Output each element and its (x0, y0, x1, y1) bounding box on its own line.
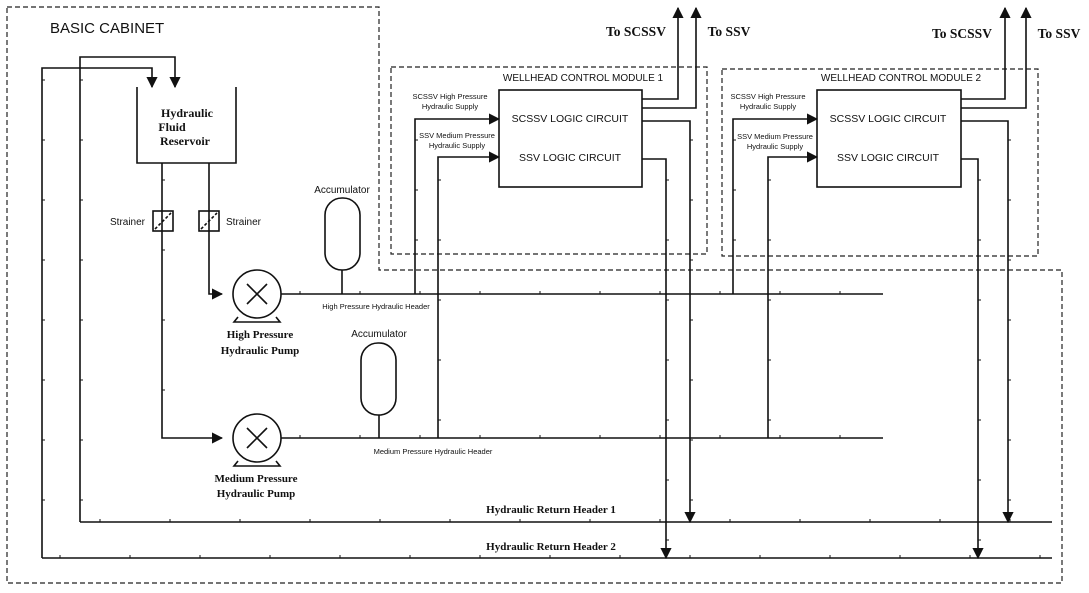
accumulator-1-icon (324, 197, 361, 294)
basic-cabinet-boundary (6, 6, 1063, 584)
hydraulic-fluid-reservoir (136, 87, 237, 164)
mp-pump-icon (232, 413, 282, 467)
medium-pressure-header-label: Medium Pressure Hydraulic Header (374, 447, 493, 456)
return-header-2-label: Hydraulic Return Header 2 (486, 541, 616, 553)
m1-ssv-supply-label-2: Hydraulic Supply (429, 141, 486, 150)
module-2-area (721, 68, 1039, 257)
m1-to-scsssv-line (642, 6, 684, 100)
hp-suction-line (208, 163, 224, 300)
m2-to-ssv-line (961, 6, 1032, 109)
m1-scsssv-supply-label-2: Hydraulic Supply (422, 102, 479, 111)
m2-ssv-supply-label-2: Hydraulic Supply (747, 142, 804, 151)
strainer-1-label: Strainer (110, 217, 146, 228)
m1-scsssv-supply-label-1: SCSSV High Pressure (412, 92, 487, 101)
m1-ssv-circuit-label: SSV LOGIC CIRCUIT (519, 152, 622, 164)
strainer-2-icon (198, 210, 220, 232)
return-line-1-riser (79, 56, 181, 522)
module-1-area (390, 66, 708, 255)
m2-ssv-circuit-label: SSV LOGIC CIRCUIT (837, 152, 940, 164)
reservoir-label-3: Reservoir (160, 134, 211, 148)
m1-scsssv-return-line (642, 120, 696, 524)
return-line-2-riser (41, 67, 158, 558)
reservoir-label-1: Hydraulic (161, 106, 214, 120)
accumulator-1-label: Accumulator (314, 185, 370, 196)
m2-ssv-return-line (961, 158, 984, 560)
m1-title: WELLHEAD CONTROL MODULE 1 (503, 73, 664, 84)
hp-pump-label-2: Hydraulic Pump (221, 345, 300, 357)
m1-to-ssv-label: To SSV (708, 24, 751, 39)
mp-pump-label-1: Medium Pressure (215, 473, 298, 485)
m1-ssv-return-line (642, 158, 672, 560)
m2-scsssv-supply-label-2: Hydraulic Supply (740, 102, 797, 111)
reservoir-label-2: Fluid (158, 120, 186, 134)
m2-ssv-supply-line (767, 151, 819, 438)
cabinet-title: BASIC CABINET (50, 20, 164, 37)
m1-scsssv-supply-line (414, 113, 501, 294)
strainer-2-label: Strainer (226, 217, 262, 228)
m2-to-scsssv-label: To SCSSV (932, 26, 992, 41)
m2-scsssv-supply-label-1: SCSSV High Pressure (730, 92, 805, 101)
m2-scsssv-supply-line (732, 113, 819, 294)
m2-scsssv-circuit-label: SCSSV LOGIC CIRCUIT (830, 113, 947, 125)
m1-ssv-supply-line (437, 151, 501, 438)
line-tick-marks (42, 79, 1041, 558)
m1-scsssv-circuit-label: SCSSV LOGIC CIRCUIT (512, 113, 629, 125)
m2-title: WELLHEAD CONTROL MODULE 2 (821, 73, 982, 84)
m2-scsssv-return-line (961, 120, 1014, 524)
m2-to-scsssv-line (961, 6, 1011, 100)
return-header-1-label: Hydraulic Return Header 1 (486, 504, 616, 516)
mp-suction-line (161, 163, 224, 444)
high-pressure-header-label: High Pressure Hydraulic Header (322, 302, 430, 311)
m1-to-scsssv-label: To SCSSV (606, 24, 666, 39)
hp-pump-label-1: High Pressure (227, 329, 294, 341)
module-1-logic-box (498, 89, 643, 188)
strainer-1-icon (152, 210, 174, 232)
m1-to-ssv-line (642, 6, 702, 109)
m2-ssv-supply-label-1: SSV Medium Pressure (737, 132, 813, 141)
mp-pump-label-2: Hydraulic Pump (217, 488, 296, 500)
module-2-logic-box (816, 89, 962, 188)
m1-ssv-supply-label-1: SSV Medium Pressure (419, 131, 495, 140)
accumulator-2-icon (360, 342, 397, 438)
m2-to-ssv-label: To SSV (1038, 26, 1081, 41)
accumulator-2-label: Accumulator (351, 329, 407, 340)
hp-pump-icon (232, 269, 282, 323)
